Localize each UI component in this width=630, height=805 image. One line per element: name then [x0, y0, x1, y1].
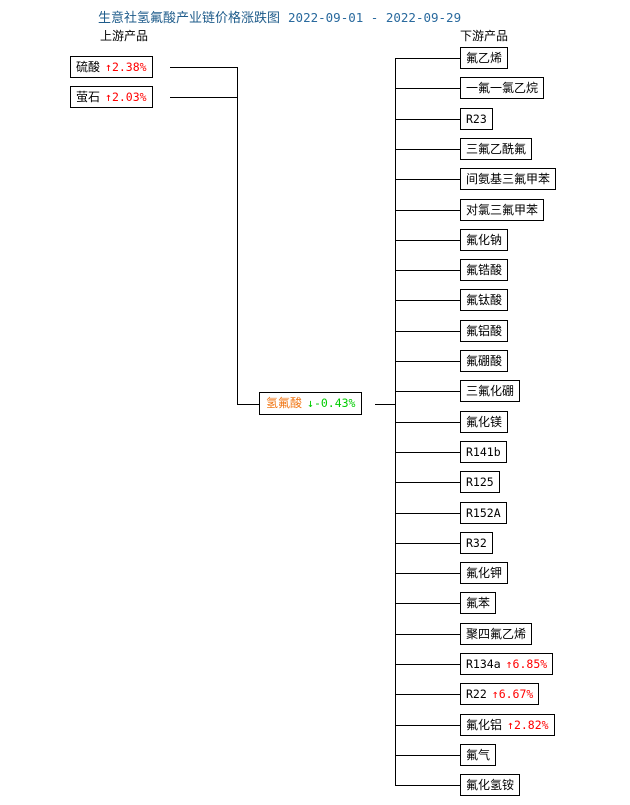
downstream-node-label: 氟钛酸: [466, 293, 503, 308]
connector-upstream-to-center: [237, 404, 259, 405]
downstream-node[interactable]: R125: [460, 471, 500, 494]
downstream-node-label: 三氟乙酰氟: [466, 141, 527, 156]
connector-downstream-19: [395, 634, 460, 635]
downstream-node[interactable]: 聚四氟乙烯: [460, 622, 533, 645]
downstream-node[interactable]: R32: [460, 531, 493, 554]
connector-downstream-23: [395, 755, 460, 756]
downstream-node[interactable]: 氟化镁: [460, 410, 509, 433]
connector-downstream-3: [395, 149, 460, 150]
downstream-node-label: R32: [466, 535, 487, 550]
downstream-node-label: 间氨基三氟甲苯: [466, 172, 551, 187]
downstream-node[interactable]: R134a ↑6.85%: [460, 653, 554, 675]
title-text: 生意社氢氟酸产业链价格涨跌图: [98, 11, 281, 26]
downstream-node[interactable]: R152A: [460, 501, 507, 524]
upstream-column-header: 上游产品: [100, 29, 149, 43]
downstream-node[interactable]: 一氟一氯乙烷: [460, 77, 545, 100]
center-node-hydrofluoric-acid[interactable]: 氢氟酸 ↓-0.43%: [259, 392, 363, 415]
downstream-node[interactable]: 氟苯: [460, 592, 497, 615]
downstream-column-header: 下游产品: [460, 29, 509, 43]
center-node-label: 氢氟酸: [266, 396, 303, 410]
connector-downstream-7: [395, 270, 460, 271]
downstream-node-label: 氟锆酸: [466, 263, 503, 278]
downstream-node[interactable]: 对氯三氟甲苯: [460, 198, 545, 221]
downstream-node[interactable]: 氟钛酸: [460, 289, 509, 312]
connector-upstream-trunk: [237, 67, 238, 404]
upstream-node-change: ↑2.38%: [105, 60, 147, 74]
downstream-node-change: ↑6.67%: [491, 687, 534, 702]
connector-downstream-2: [395, 119, 460, 120]
connector-center-to-trunk: [375, 404, 395, 405]
downstream-node-label: 氟化钾: [466, 566, 503, 581]
downstream-node[interactable]: 氟气: [460, 743, 497, 766]
connector-downstream-15: [395, 513, 460, 514]
upstream-node-change: ↑2.03%: [105, 90, 147, 104]
connector-downstream-14: [395, 482, 460, 483]
downstream-node[interactable]: 氟化钾: [460, 562, 509, 585]
downstream-node-change: ↑2.82%: [507, 717, 549, 732]
connector-downstream-21: [395, 694, 460, 695]
page-title: 生意社氢氟酸产业链价格涨跌图 2022-09-01 - 2022-09-29: [98, 7, 461, 26]
connector-downstream-20: [395, 664, 460, 665]
connector-downstream-16: [395, 543, 460, 544]
connector-downstream-1: [395, 88, 460, 89]
downstream-node-label: 三氟化硼: [466, 384, 515, 399]
downstream-node[interactable]: 氟锆酸: [460, 259, 509, 282]
downstream-node-label: 氟化铝: [466, 717, 503, 732]
connector-downstream-18: [395, 603, 460, 604]
connector-downstream-24: [395, 785, 460, 786]
title-date-range: 2022-09-01 - 2022-09-29: [288, 10, 462, 25]
downstream-node[interactable]: 氟硼酸: [460, 350, 509, 372]
downstream-node-label: R22: [466, 687, 487, 702]
upstream-node-label: 硫酸: [76, 60, 101, 74]
connector-downstream-6: [395, 240, 460, 241]
downstream-node-label: R134a: [466, 657, 501, 671]
downstream-node-label: 氟乙烯: [466, 51, 503, 65]
downstream-node-label: R125: [466, 475, 494, 490]
downstream-node-label: 氟气: [466, 747, 491, 762]
connector-downstream-22: [395, 725, 460, 726]
downstream-node[interactable]: R23: [460, 107, 493, 130]
downstream-node-label: R23: [466, 111, 487, 126]
downstream-node-label: R152A: [466, 505, 501, 520]
downstream-node-label: 氟化镁: [466, 414, 503, 429]
connector-upstream-1: [170, 97, 237, 98]
connector-downstream-13: [395, 452, 460, 453]
connector-downstream-trunk: [395, 58, 396, 786]
downstream-node-label: 对氯三氟甲苯: [466, 202, 539, 217]
downstream-node[interactable]: 三氟化硼: [460, 380, 521, 403]
upstream-node[interactable]: 硫酸 ↑2.38%: [70, 56, 153, 78]
connector-downstream-4: [395, 179, 460, 180]
downstream-node[interactable]: 氟化钠: [460, 228, 509, 251]
downstream-node-label: 氟化钠: [466, 232, 503, 247]
downstream-node[interactable]: 三氟乙酰氟: [460, 137, 533, 160]
connector-downstream-8: [395, 300, 460, 301]
downstream-node-label: 一氟一氯乙烷: [466, 81, 539, 96]
downstream-node[interactable]: R141b: [460, 440, 507, 463]
connector-downstream-17: [395, 573, 460, 574]
connector-downstream-10: [395, 361, 460, 362]
downstream-node-label: 氟苯: [466, 596, 491, 611]
connector-upstream-0: [170, 67, 237, 68]
connector-downstream-5: [395, 210, 460, 211]
connector-downstream-0: [395, 58, 460, 59]
downstream-node[interactable]: 间氨基三氟甲苯: [460, 168, 557, 191]
connector-downstream-9: [395, 331, 460, 332]
downstream-node[interactable]: 氟乙烯: [460, 47, 509, 69]
center-node-change: ↓-0.43%: [307, 396, 356, 410]
downstream-node-label: 氟硼酸: [466, 354, 503, 368]
downstream-node[interactable]: 氟化氢铵: [460, 774, 521, 797]
connector-downstream-11: [395, 391, 460, 392]
downstream-node-label: 氟铝酸: [466, 323, 503, 338]
upstream-node-label: 萤石: [76, 90, 101, 104]
downstream-node-label: 聚四氟乙烯: [466, 626, 527, 641]
downstream-node-label: R141b: [466, 444, 501, 459]
downstream-node[interactable]: R22 ↑6.67%: [460, 683, 540, 706]
downstream-node[interactable]: 氟铝酸: [460, 319, 509, 342]
upstream-node[interactable]: 萤石 ↑2.03%: [70, 86, 153, 108]
downstream-node[interactable]: 氟化铝 ↑2.82%: [460, 713, 555, 736]
downstream-node-change: ↑6.85%: [505, 657, 548, 671]
downstream-node-label: 氟化氢铵: [466, 778, 515, 793]
connector-downstream-12: [395, 422, 460, 423]
